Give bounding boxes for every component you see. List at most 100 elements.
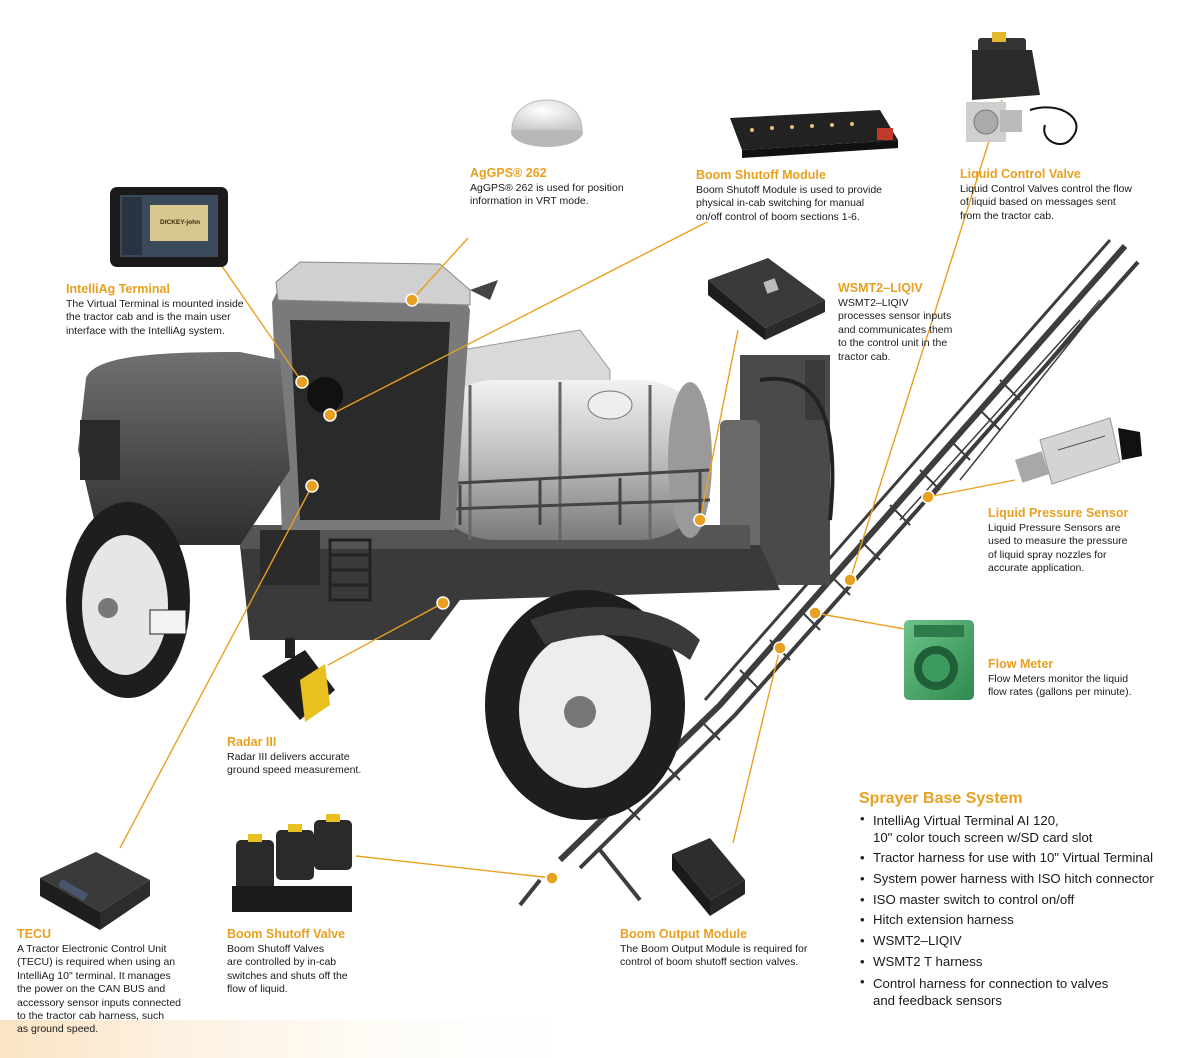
output-module-icon <box>672 838 745 916</box>
liquid-pressure-sensor-description-line: of liquid spray nozzles for <box>988 548 1107 561</box>
terminal-icon: DICKEY-john <box>110 187 228 267</box>
tecu-description-line: to the tractor cab harness, such <box>17 1010 165 1023</box>
list-item: Control harness for connection to valves… <box>859 973 1164 1011</box>
hood <box>78 352 290 545</box>
cab <box>272 261 498 530</box>
grille <box>80 420 120 480</box>
intelliag-terminal-description-line: the tractor cab and is the main user <box>66 311 231 324</box>
list-item-line: Tractor harness for use with 10" Virtual… <box>873 850 1154 865</box>
flow-meter-description-line: flow rates (gallons per minute). <box>988 686 1132 699</box>
list-item: WSMT2 T harness <box>859 952 1164 973</box>
list-item-line: ISO master switch to control on/off <box>873 891 1075 907</box>
tecu-label: TECU A Tractor Electronic Control Unit (… <box>17 927 192 1037</box>
wsmt2-description-line: tractor cab. <box>838 350 891 363</box>
callout-dot-wsmt2 <box>693 513 707 527</box>
switch-panel-icon <box>730 110 898 158</box>
agps-description-line: AgGPS® 262 is used for position <box>470 182 624 194</box>
rear-wheel <box>485 590 700 820</box>
boom-shutoff-module-description-line: Boom Shutoff Module is used to provide <box>696 184 883 196</box>
tecu-description-line: as ground speed. <box>17 1023 99 1036</box>
liquid-pressure-sensor-description-line: used to measure the pressure <box>988 535 1128 548</box>
list-item: Tractor harness for use with 10" Virtual… <box>859 848 1164 869</box>
tecu-title: TECU <box>17 927 52 941</box>
boom-shutoff-valve-title: Boom Shutoff Valve <box>227 927 346 941</box>
agps-label: AgGPS® 262 AgGPS® 262 is used for positi… <box>470 166 660 209</box>
liquid-pressure-sensor-description-line: accurate application. <box>988 562 1085 575</box>
wsmt2-description-line: and communicates them <box>838 323 953 336</box>
floor-glow <box>0 1020 620 1058</box>
callout-dot-boom-shutoff-valve <box>545 871 559 885</box>
chassis <box>240 545 780 640</box>
liquid-control-valve-description-line: from the tractor cab. <box>960 209 1054 222</box>
list-item: IntelliAg Virtual Terminal AI 120, 10" c… <box>859 810 1164 848</box>
callout-line-boom-shutoff-valve <box>355 855 553 879</box>
liquid-control-valve-description-line: of liquid based on messages sent <box>960 196 1116 209</box>
wsmt2-label: WSMT2–LIQIV WSMT2–LIQIV processes sensor… <box>838 281 963 364</box>
liquid-pressure-sensor-description-line: Liquid Pressure Sensors are <box>988 522 1121 534</box>
callout-dot-terminal <box>295 375 309 389</box>
sprayer-machine <box>66 239 1140 907</box>
flow-meter-icon <box>904 620 974 700</box>
intelliag-terminal-description-line: The Virtual Terminal is mounted inside <box>66 298 244 310</box>
controller-module-icon <box>708 258 825 340</box>
ladder <box>328 538 372 602</box>
tecu-description-line: A Tractor Electronic Control Unit <box>17 943 167 955</box>
boom-shutoff-valve-label: Boom Shutoff Valve Boom Shutoff Valves a… <box>227 927 367 997</box>
liquid-pressure-sensor-title: Liquid Pressure Sensor <box>988 506 1129 520</box>
list-item-line: Hitch extension harness <box>873 912 1014 928</box>
intelliag-terminal-title: IntelliAg Terminal <box>66 282 170 296</box>
ecu-icon <box>40 852 150 930</box>
tank <box>425 329 712 540</box>
gps-antenna-icon <box>511 99 583 147</box>
callout-line-agps <box>411 237 469 301</box>
flow-meter-description-line: Flow Meters monitor the liquid <box>988 673 1129 685</box>
callout-line-liquid-control-valve <box>849 99 1003 581</box>
list-item-line: 10" color touch screen w/SD card slot <box>873 830 1093 845</box>
sprayer-base-system-title: Sprayer Base System <box>859 790 1023 807</box>
list-item-line: WSMT2 T harness <box>873 953 983 969</box>
callout-dot-tecu <box>305 479 319 493</box>
list-item: ISO master switch to control on/off <box>859 890 1164 911</box>
tecu-description-line: the power on the CAN BUS and <box>17 983 166 996</box>
boom-shutoff-valve-description-line: flow of liquid. <box>227 983 288 996</box>
sprayer-base-system-list: IntelliAg Virtual Terminal AI 120, 10" c… <box>859 810 1164 1011</box>
list-item-line: IntelliAg Virtual Terminal AI 120, <box>873 813 1059 828</box>
list-item-line: WSMT2–LIQIV <box>873 933 962 949</box>
intelliag-terminal-description-line: interface with the IntelliAg system. <box>66 324 225 337</box>
callout-line-boom-output-module <box>732 647 781 844</box>
callout-line-terminal <box>207 245 303 383</box>
terminal-screen-text: DICKEY-john <box>160 219 200 226</box>
callout-dots <box>295 293 935 885</box>
boom-shutoff-module-description-line: physical in-cab switching for manual <box>696 197 865 210</box>
callout-line-radar <box>327 602 444 666</box>
boom-shutoff-module-description-line: on/off control of boom sections 1-6. <box>696 210 860 223</box>
boom-shutoff-module-title: Boom Shutoff Module <box>696 168 826 182</box>
callout-line-wsmt2 <box>699 329 739 521</box>
boom-output-module-description-line: The Boom Output Module is required for <box>620 943 808 955</box>
callout-lines <box>119 99 1016 879</box>
valve-icon <box>966 32 1078 145</box>
shutoff-valve-icon <box>232 814 352 912</box>
radar-label: Radar III Radar III delivers accurate gr… <box>227 735 377 778</box>
liquid-control-valve-title: Liquid Control Valve <box>960 167 1081 181</box>
side-box <box>260 530 320 585</box>
callout-line-tecu <box>119 485 313 849</box>
callout-dot-radar <box>436 596 450 610</box>
callout-line-boom-shutoff-module <box>329 221 708 416</box>
list-item-line: Control harness for connection to valves <box>873 975 1109 991</box>
wsmt2-title: WSMT2–LIQIV <box>838 281 923 295</box>
intelliag-terminal-label: IntelliAg Terminal The Virtual Terminal … <box>66 282 256 338</box>
pressure-sensor-icon <box>1014 417 1142 485</box>
boom-shutoff-valve-description-line: Boom Shutoff Valves <box>227 943 325 955</box>
callout-dot-boom-output-module <box>773 641 787 655</box>
liquid-pressure-sensor-label: Liquid Pressure Sensor Liquid Pressure S… <box>988 506 1138 576</box>
radar-description-line: Radar III delivers accurate <box>227 751 350 763</box>
liquid-control-valve-label: Liquid Control Valve Liquid Control Valv… <box>960 167 1145 223</box>
callout-dot-liquid-control-valve <box>843 573 857 587</box>
tecu-description-line: accessory sensor inputs connected <box>17 996 182 1009</box>
list-item-line: System power harness with ISO hitch conn… <box>873 870 1154 886</box>
callout-dot-liquid-pressure-sensor <box>921 490 935 504</box>
radar-title: Radar III <box>227 735 277 749</box>
front-wheel <box>66 502 190 698</box>
boom-output-module-title: Boom Output Module <box>620 927 748 941</box>
